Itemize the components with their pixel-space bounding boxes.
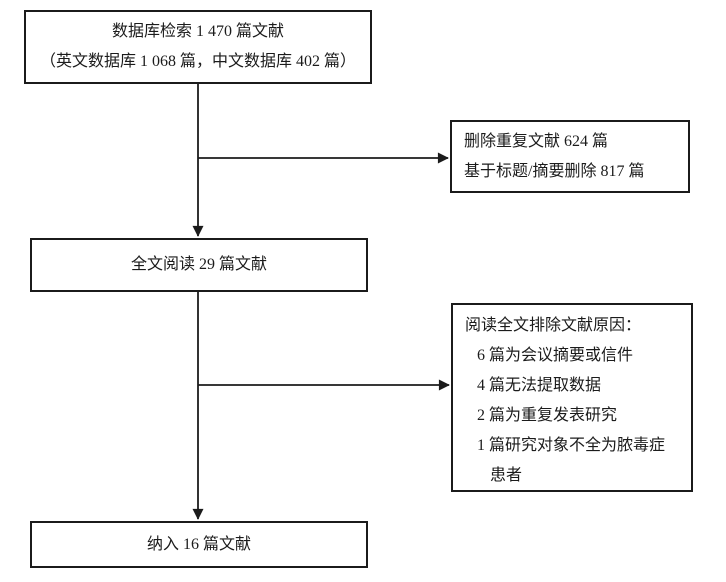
exclusion-reasons-title: 阅读全文排除文献原因： [465,317,642,334]
exclusion-reason-item: 4 篇无法提取数据 [477,377,602,394]
duplicates-removed-box: 删除重复文献 624 篇 基于标题/摘要删除 817 篇 [450,120,690,193]
fulltext-review-box: 全文阅读 29 篇文献 [30,238,368,292]
exclusion-reason-item: 1 篇研究对象不全为脓毒症 [477,437,666,454]
database-search-line1: 数据库检索 1 470 篇文献 [111,23,284,40]
fulltext-review-label: 全文阅读 29 篇文献 [130,256,267,273]
duplicates-removed-line1: 删除重复文献 624 篇 [464,132,609,150]
database-search-box: 数据库检索 1 470 篇文献 （英文数据库 1 068 篇，中文数据库 402… [24,10,372,84]
exclusion-reason-item: 2 篇为重复发表研究 [477,407,618,424]
included-studies-box: 纳入 16 篇文献 [30,521,368,568]
exclusion-reasons-box: 阅读全文排除文献原因： 6 篇为会议摘要或信件 4 篇无法提取数据 2 篇为重复… [451,303,693,492]
database-search-line2: （英文数据库 1 068 篇，中文数据库 402 篇） [39,53,356,70]
included-studies-label: 纳入 16 篇文献 [146,535,251,553]
duplicates-removed-line2: 基于标题/摘要删除 817 篇 [464,162,645,180]
exclusion-reason-item: 6 篇为会议摘要或信件 [477,347,634,364]
exclusion-reason-item-continuation: 患者 [490,467,523,484]
